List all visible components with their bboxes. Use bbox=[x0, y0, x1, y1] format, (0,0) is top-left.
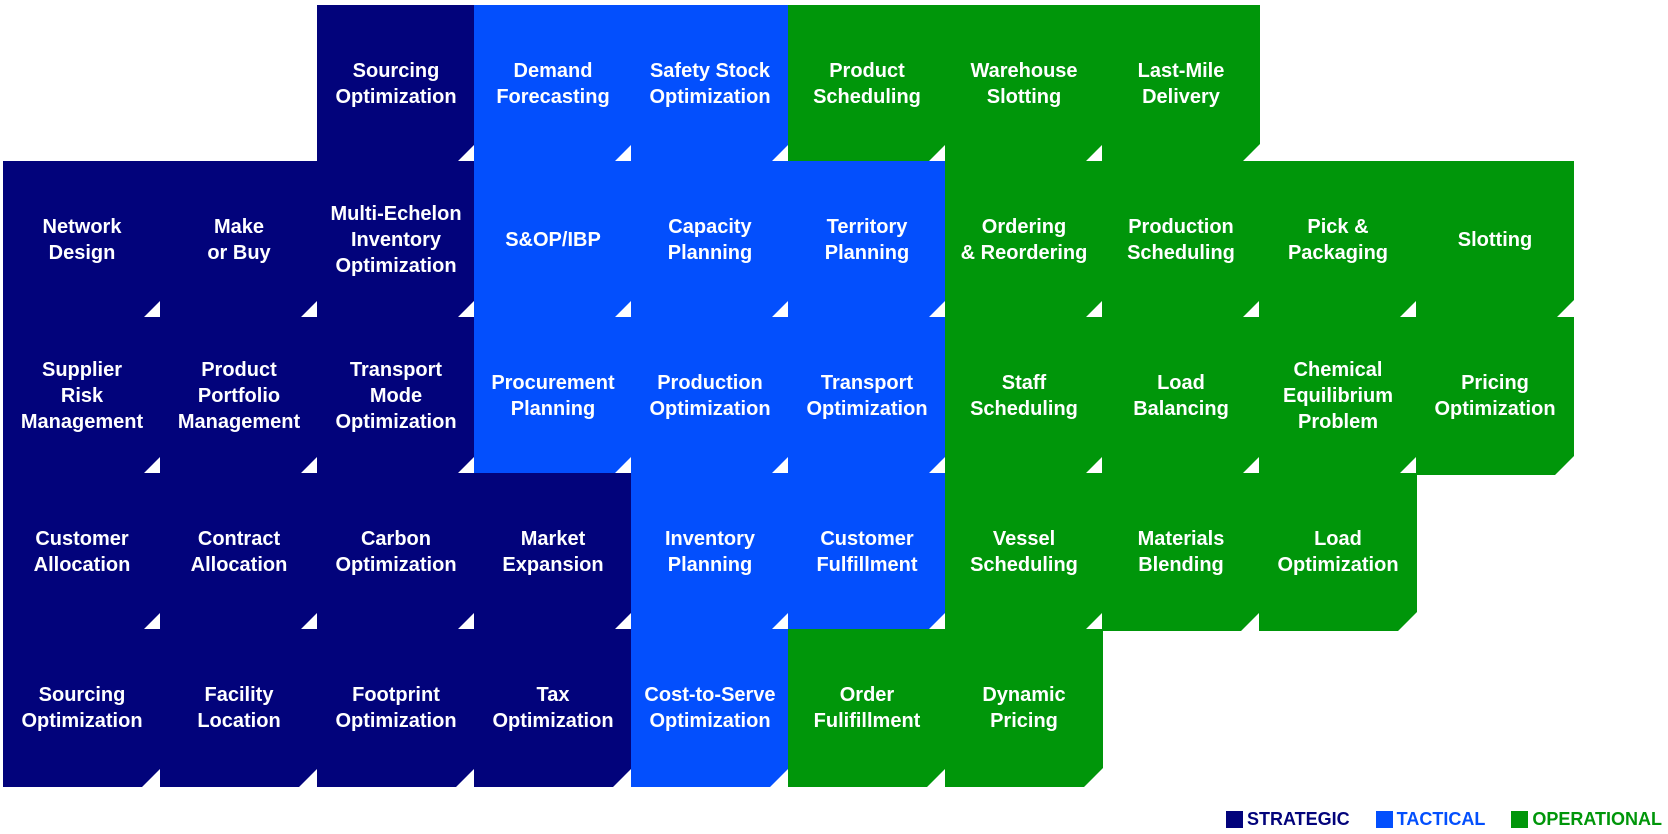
tile-operational: Product Scheduling bbox=[788, 5, 946, 163]
tile-tactical: Cost-to-Serve Optimization bbox=[631, 629, 789, 787]
tile-operational: Load Optimization bbox=[1259, 473, 1417, 631]
legend-label-tactical: TACTICAL bbox=[1396, 809, 1486, 829]
legend-item-operational: OPERATIONAL bbox=[1511, 809, 1662, 830]
tile-label: Product Portfolio Management bbox=[177, 359, 301, 433]
tile-strategic: Transport Mode Optimization bbox=[317, 317, 475, 475]
tile-strategic: Network Design bbox=[3, 161, 161, 319]
tile-operational: Chemical Equilibrium Problem bbox=[1259, 317, 1417, 475]
tile-operational: Slotting bbox=[1416, 161, 1574, 319]
tile-label: Order Fulifillment bbox=[813, 684, 921, 732]
tile-strategic: Sourcing Optimization bbox=[317, 5, 475, 163]
tile-label: S&OP/IBP bbox=[505, 229, 601, 251]
tile-tactical: Customer Fulfillment bbox=[788, 473, 946, 631]
tile-label: Demand Forecasting bbox=[496, 60, 610, 108]
legend-label-strategic: STRATEGIC bbox=[1247, 809, 1350, 829]
tile-strategic: Make or Buy bbox=[160, 161, 318, 319]
tile-tactical: Inventory Planning bbox=[631, 473, 789, 631]
tile-label: Sourcing Optimization bbox=[335, 60, 457, 108]
tile-strategic: Facility Location bbox=[160, 629, 318, 787]
tile-label: Pick & Packaging bbox=[1287, 216, 1389, 264]
tile-strategic: Carbon Optimization bbox=[317, 473, 475, 631]
tile-label: Vessel Scheduling bbox=[970, 528, 1078, 576]
tile-label: Production Optimization bbox=[649, 372, 771, 420]
tile-operational: Pick & Packaging bbox=[1259, 161, 1417, 319]
tile-tactical: Transport Optimization bbox=[788, 317, 946, 475]
tile-label: Contract Allocation bbox=[190, 528, 288, 576]
tile-label: Production Scheduling bbox=[1127, 216, 1235, 264]
tile-label: Last-Mile Delivery bbox=[1137, 60, 1225, 108]
tile-label: Chemical Equilibrium Problem bbox=[1283, 359, 1393, 433]
legend-item-strategic: STRATEGIC bbox=[1226, 809, 1350, 830]
tile-label: Capacity Planning bbox=[667, 216, 753, 264]
strategic-swatch-icon bbox=[1226, 811, 1243, 828]
tile-strategic: Sourcing Optimization bbox=[3, 629, 161, 787]
tile-operational: Dynamic Pricing bbox=[945, 629, 1103, 787]
tile-tactical: Safety Stock Optimization bbox=[631, 5, 789, 163]
tile-tactical: Production Optimization bbox=[631, 317, 789, 475]
tile-label: Customer Fulfillment bbox=[816, 528, 918, 576]
tile-strategic: Product Portfolio Management bbox=[160, 317, 318, 475]
tile-operational: Load Balancing bbox=[1102, 317, 1260, 475]
tile-strategic: Supplier Risk Management bbox=[3, 317, 161, 475]
tile-strategic: Tax Optimization bbox=[474, 629, 632, 787]
tile-label: Footprint Optimization bbox=[335, 684, 457, 732]
tile-operational: Last-Mile Delivery bbox=[1102, 5, 1260, 163]
tile-operational: Warehouse Slotting bbox=[945, 5, 1103, 163]
tile-label: Make or Buy bbox=[207, 216, 271, 264]
tile-tactical: Procurement Planning bbox=[474, 317, 632, 475]
tile-label: Materials Blending bbox=[1137, 528, 1225, 576]
tile-label: Supplier Risk Management bbox=[20, 359, 144, 433]
tile-operational: Pricing Optimization bbox=[1416, 317, 1574, 475]
tile-label: Multi-Echelon Inventory Optimization bbox=[330, 203, 462, 277]
tile-label: Territory Planning bbox=[824, 216, 910, 264]
tile-label: Tax Optimization bbox=[492, 684, 614, 732]
tile-label: Facility Location bbox=[197, 684, 281, 732]
tile-operational: Vessel Scheduling bbox=[945, 473, 1103, 631]
tile-operational: Staff Scheduling bbox=[945, 317, 1103, 475]
tile-label: Safety Stock Optimization bbox=[649, 60, 771, 108]
tile-operational: Production Scheduling bbox=[1102, 161, 1260, 319]
tile-label: Transport Optimization bbox=[806, 372, 928, 420]
tile-label: Slotting bbox=[1457, 229, 1533, 251]
tile-label: Market Expansion bbox=[502, 528, 604, 576]
tile-label: Product Scheduling bbox=[813, 60, 921, 108]
tile-tactical: Territory Planning bbox=[788, 161, 946, 319]
tile-tactical: S&OP/IBP bbox=[474, 161, 632, 319]
tile-strategic: Footprint Optimization bbox=[317, 629, 475, 787]
tile-label: Pricing Optimization bbox=[1434, 372, 1556, 420]
tile-label: Ordering & Reordering bbox=[960, 216, 1088, 264]
tile-label: Transport Mode Optimization bbox=[335, 359, 457, 433]
operational-swatch-icon bbox=[1511, 811, 1529, 828]
tile-strategic: Customer Allocation bbox=[3, 473, 161, 631]
legend-item-tactical: TACTICAL bbox=[1375, 809, 1486, 830]
tile-operational: Materials Blending bbox=[1102, 473, 1260, 631]
tile-label: Carbon Optimization bbox=[335, 528, 457, 576]
tile-label: Sourcing Optimization bbox=[21, 684, 143, 732]
tile-operational: Ordering & Reordering bbox=[945, 161, 1103, 319]
tile-strategic: Market Expansion bbox=[474, 473, 632, 631]
tile-label: Dynamic Pricing bbox=[982, 684, 1066, 732]
tile-strategic: Contract Allocation bbox=[160, 473, 318, 631]
tile-tactical: Capacity Planning bbox=[631, 161, 789, 319]
tile-label: Customer Allocation bbox=[33, 528, 131, 576]
tile-label: Procurement Planning bbox=[491, 372, 615, 420]
tile-label: Load Balancing bbox=[1133, 372, 1229, 420]
category-legend: STRATEGIC TACTICAL OPERATIONAL bbox=[1226, 809, 1662, 830]
tile-label: Network Design bbox=[42, 216, 122, 264]
legend-label-operational: OPERATIONAL bbox=[1532, 809, 1662, 829]
tile-tactical: Demand Forecasting bbox=[474, 5, 632, 163]
tile-label: Load Optimization bbox=[1277, 528, 1399, 576]
tile-label: Inventory Planning bbox=[664, 528, 756, 576]
tile-strategic: Multi-Echelon Inventory Optimization bbox=[317, 161, 475, 319]
tile-label: Cost-to-Serve Optimization bbox=[644, 684, 776, 732]
tile-label: Warehouse Slotting bbox=[970, 60, 1078, 108]
tile-label: Staff Scheduling bbox=[970, 372, 1078, 420]
tile-operational: Order Fulifillment bbox=[788, 629, 946, 787]
tactical-swatch-icon bbox=[1375, 811, 1393, 828]
